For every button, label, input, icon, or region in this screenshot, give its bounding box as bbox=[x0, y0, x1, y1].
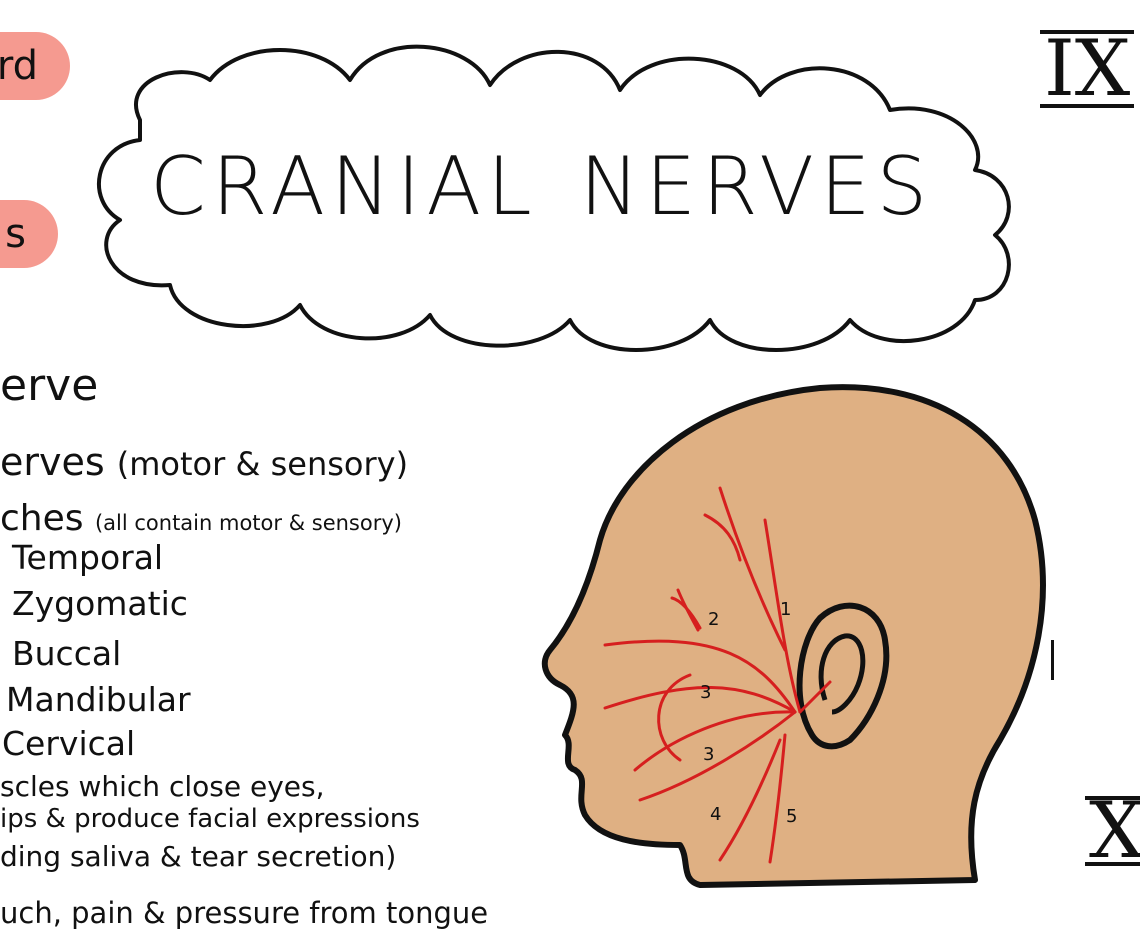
tag-pill-top: rd bbox=[0, 32, 70, 100]
head-silhouette bbox=[541, 384, 1046, 888]
branch-item-zygomatic: Zygomatic bbox=[12, 584, 188, 623]
ear-inner bbox=[818, 633, 866, 715]
notes-nerves-line: erves (motor & sensory) bbox=[0, 440, 408, 484]
branch-label-3b: 3 bbox=[703, 744, 714, 765]
branch-label-5: 5 bbox=[786, 806, 797, 827]
branch-item-mandibular: Mandibular bbox=[6, 680, 191, 719]
function-line-1: scles which close eyes, bbox=[0, 770, 325, 803]
branch-item-buccal: Buccal bbox=[12, 634, 122, 673]
branch-item-cervical: Cervical bbox=[2, 724, 136, 763]
notes-branches-paren: (all contain motor & sensory) bbox=[94, 511, 402, 535]
branch-item-temporal: Temporal bbox=[12, 538, 164, 577]
branch-label-2: 2 bbox=[708, 609, 719, 630]
notes-branches-line: ches (all contain motor & sensory) bbox=[0, 498, 402, 539]
notes-nerves-paren: (motor & sensory) bbox=[116, 445, 409, 483]
notes-branches-text: ches bbox=[0, 498, 84, 539]
notes-heading: erve bbox=[0, 360, 99, 411]
title-word-nerves: NERVES bbox=[579, 140, 934, 233]
roman-bottom-text: X bbox=[1089, 786, 1140, 876]
function-line-4: uch, pain & pressure from tongue bbox=[0, 896, 489, 930]
facial-nerve-branches bbox=[603, 486, 832, 864]
function-line-2: ips & produce facial expressions bbox=[0, 804, 420, 834]
notes-nerves-text: erves bbox=[0, 440, 105, 484]
margin-stroke bbox=[1051, 640, 1054, 680]
branch-label-1: 1 bbox=[780, 599, 791, 620]
title-word-cranial: CRANIAL bbox=[150, 140, 538, 233]
roman-top-text: IX bbox=[1044, 24, 1131, 114]
tag-text-top: rd bbox=[0, 43, 38, 89]
page-title: CRANIAL NERVES bbox=[150, 140, 975, 233]
branch-label-4: 4 bbox=[710, 804, 721, 825]
function-line-3: ding saliva & tear secretion) bbox=[0, 840, 397, 873]
roman-numeral-bottom: X bbox=[1085, 792, 1140, 870]
roman-numeral-top: IX bbox=[1040, 30, 1135, 108]
tag-pill-middle: s bbox=[0, 200, 58, 268]
tag-text-middle: s bbox=[5, 211, 26, 257]
branch-label-3a: 3 bbox=[700, 682, 711, 703]
ear-outer bbox=[796, 602, 890, 750]
